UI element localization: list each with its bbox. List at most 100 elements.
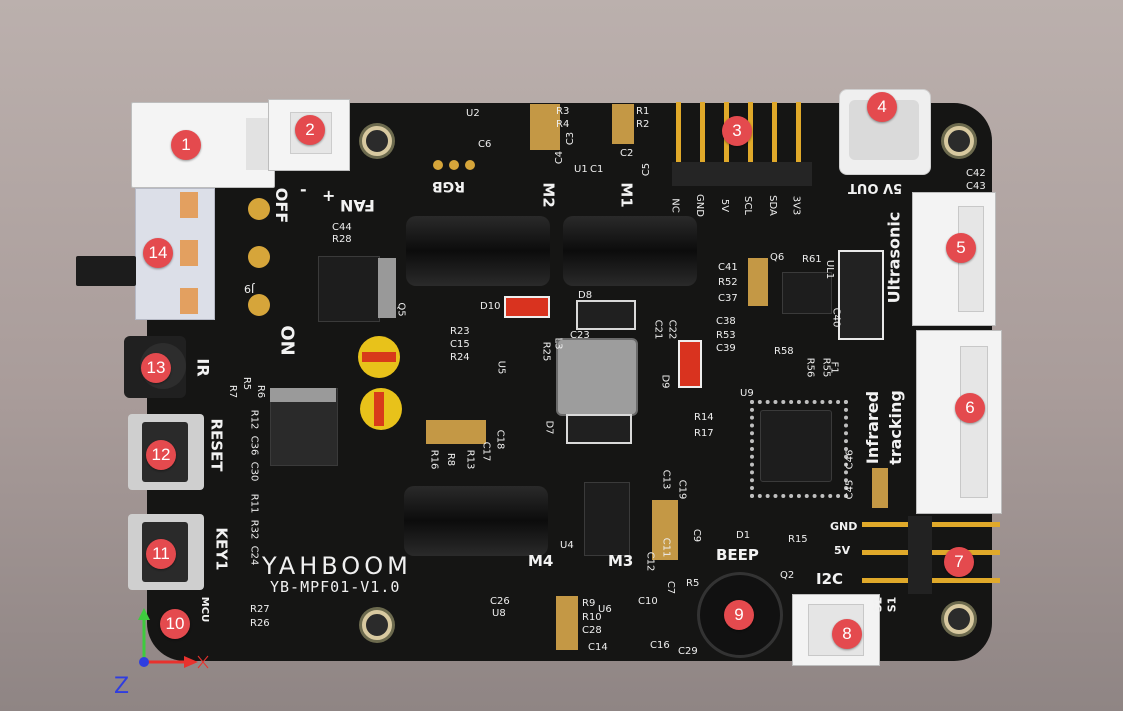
brand-logo: YAHBOOM — [262, 552, 412, 580]
regulator-q5 — [318, 256, 380, 322]
mcu-chip — [760, 410, 832, 482]
ref-c19: C19 — [676, 479, 688, 500]
silk-on: ON — [276, 325, 298, 356]
silk-m2: M2 — [539, 182, 558, 208]
ref-c43: C43 — [966, 181, 986, 192]
ref-r23: R23 — [450, 326, 470, 337]
chip-f1 — [838, 250, 884, 340]
ref-c40: C40 — [830, 307, 842, 328]
regulator-lower-tab — [270, 388, 336, 402]
callout-8: 8 — [832, 619, 862, 649]
ref-c12: C12 — [644, 551, 656, 572]
mounting-hole-top-right — [944, 126, 974, 156]
ref-d1: D1 — [736, 530, 751, 541]
led-d9 — [678, 340, 702, 388]
ref-c15: C15 — [450, 339, 470, 350]
ref-c13: C13 — [660, 469, 672, 490]
smd-parts-4 — [652, 500, 678, 560]
inductor-top-right — [563, 216, 697, 286]
smd-parts-1 — [530, 104, 560, 150]
ref-r5v: R5 — [241, 376, 253, 391]
ref-d10: D10 — [480, 301, 501, 312]
ref-c10: C10 — [638, 596, 658, 607]
ref-r32: R32 — [248, 519, 260, 540]
ref-r9: R9 — [582, 598, 596, 609]
ref-r8: R8 — [445, 452, 457, 467]
ref-c16: C16 — [650, 640, 670, 651]
power-switch-lever — [76, 256, 136, 286]
servo-header — [862, 516, 1002, 596]
ref-c28: C28 — [582, 625, 602, 636]
z-axis-dot — [139, 657, 149, 667]
header-pin-label-gnd: GND — [693, 194, 705, 217]
smd-parts-3 — [748, 258, 768, 306]
ref-c45: C45 — [844, 479, 856, 500]
smd-parts-2 — [612, 104, 634, 144]
ref-u8: U8 — [492, 608, 506, 619]
mounting-hole-bottom-left — [362, 610, 392, 640]
silk-s1: S1 — [885, 596, 899, 613]
ref-c2: C2 — [620, 148, 634, 159]
callout-6: 6 — [955, 393, 985, 423]
ref-c14: C14 — [588, 642, 608, 653]
ref-r3: R3 — [556, 106, 570, 117]
ref-f1: F1 — [828, 361, 840, 374]
chip-u4 — [584, 482, 630, 556]
z-axis-label: Z — [114, 674, 130, 699]
ref-r12: R12 — [248, 409, 260, 430]
smd-parts-5 — [426, 420, 486, 444]
silk-reset: RESET — [207, 418, 226, 472]
ref-r17: R17 — [694, 428, 714, 439]
silk-m3: M3 — [608, 552, 634, 570]
ref-c6: C6 — [478, 139, 492, 150]
ref-c7: C7 — [665, 580, 677, 595]
smd-parts-7 — [872, 468, 888, 508]
ref-d9: D9 — [659, 374, 671, 389]
ref-c22: C22 — [666, 319, 678, 340]
header-pin-label-3v3: 3V3 — [790, 195, 802, 216]
ref-c38: C38 — [716, 316, 736, 327]
switch-pin-3 — [180, 288, 198, 314]
silk-ultrasonic: Ultrasonic — [884, 211, 904, 304]
ref-r26: R26 — [250, 618, 270, 629]
ref-c37: C37 — [718, 293, 738, 304]
ref-u5: U5 — [495, 360, 507, 375]
ref-q2: Q2 — [780, 570, 795, 581]
mcu-chip-pins — [750, 400, 848, 498]
ref-c29: C29 — [678, 646, 698, 657]
ref-c46: C46 — [844, 449, 856, 470]
silk-off: OFF — [272, 187, 292, 224]
led-d10 — [504, 296, 550, 318]
ref-u4: U4 — [560, 540, 574, 551]
chip-ul1 — [782, 272, 832, 314]
ref-r53: R53 — [716, 330, 736, 341]
power-jack-notch — [246, 118, 270, 170]
ref-r6: R6 — [255, 384, 267, 399]
pad-2 — [248, 246, 270, 268]
ref-ul1: UL1 — [824, 259, 836, 280]
ref-r4: R4 — [556, 119, 570, 130]
ref-q6: Q6 — [770, 252, 785, 263]
ref-r61: R61 — [802, 254, 822, 265]
ref-l3: L3 — [552, 337, 564, 350]
ref-c23: C23 — [570, 330, 590, 341]
callout-5: 5 — [946, 233, 976, 263]
silk-minus: - — [300, 180, 307, 199]
pad-3 — [248, 294, 270, 316]
mounting-hole-bottom-right — [944, 604, 974, 634]
silk-infrared: Infrared — [863, 390, 883, 465]
callout-2: 2 — [295, 115, 325, 145]
rgb-pad-1 — [433, 160, 443, 170]
callout-11: 11 — [146, 539, 176, 569]
y-axis-arrow — [138, 608, 150, 620]
silk-usb-out: 5V OUT — [848, 180, 903, 195]
ref-c18: C18 — [494, 429, 506, 450]
ref-c41: C41 — [718, 262, 738, 273]
callout-14: 14 — [143, 238, 173, 268]
callout-7: 7 — [944, 547, 974, 577]
silk-ir: IR — [193, 358, 213, 377]
ref-r24: R24 — [450, 352, 470, 363]
capacitor-yellow-2-band — [374, 392, 384, 426]
silk-key1: KEY1 — [212, 527, 231, 571]
ref-u2: U2 — [466, 108, 480, 119]
